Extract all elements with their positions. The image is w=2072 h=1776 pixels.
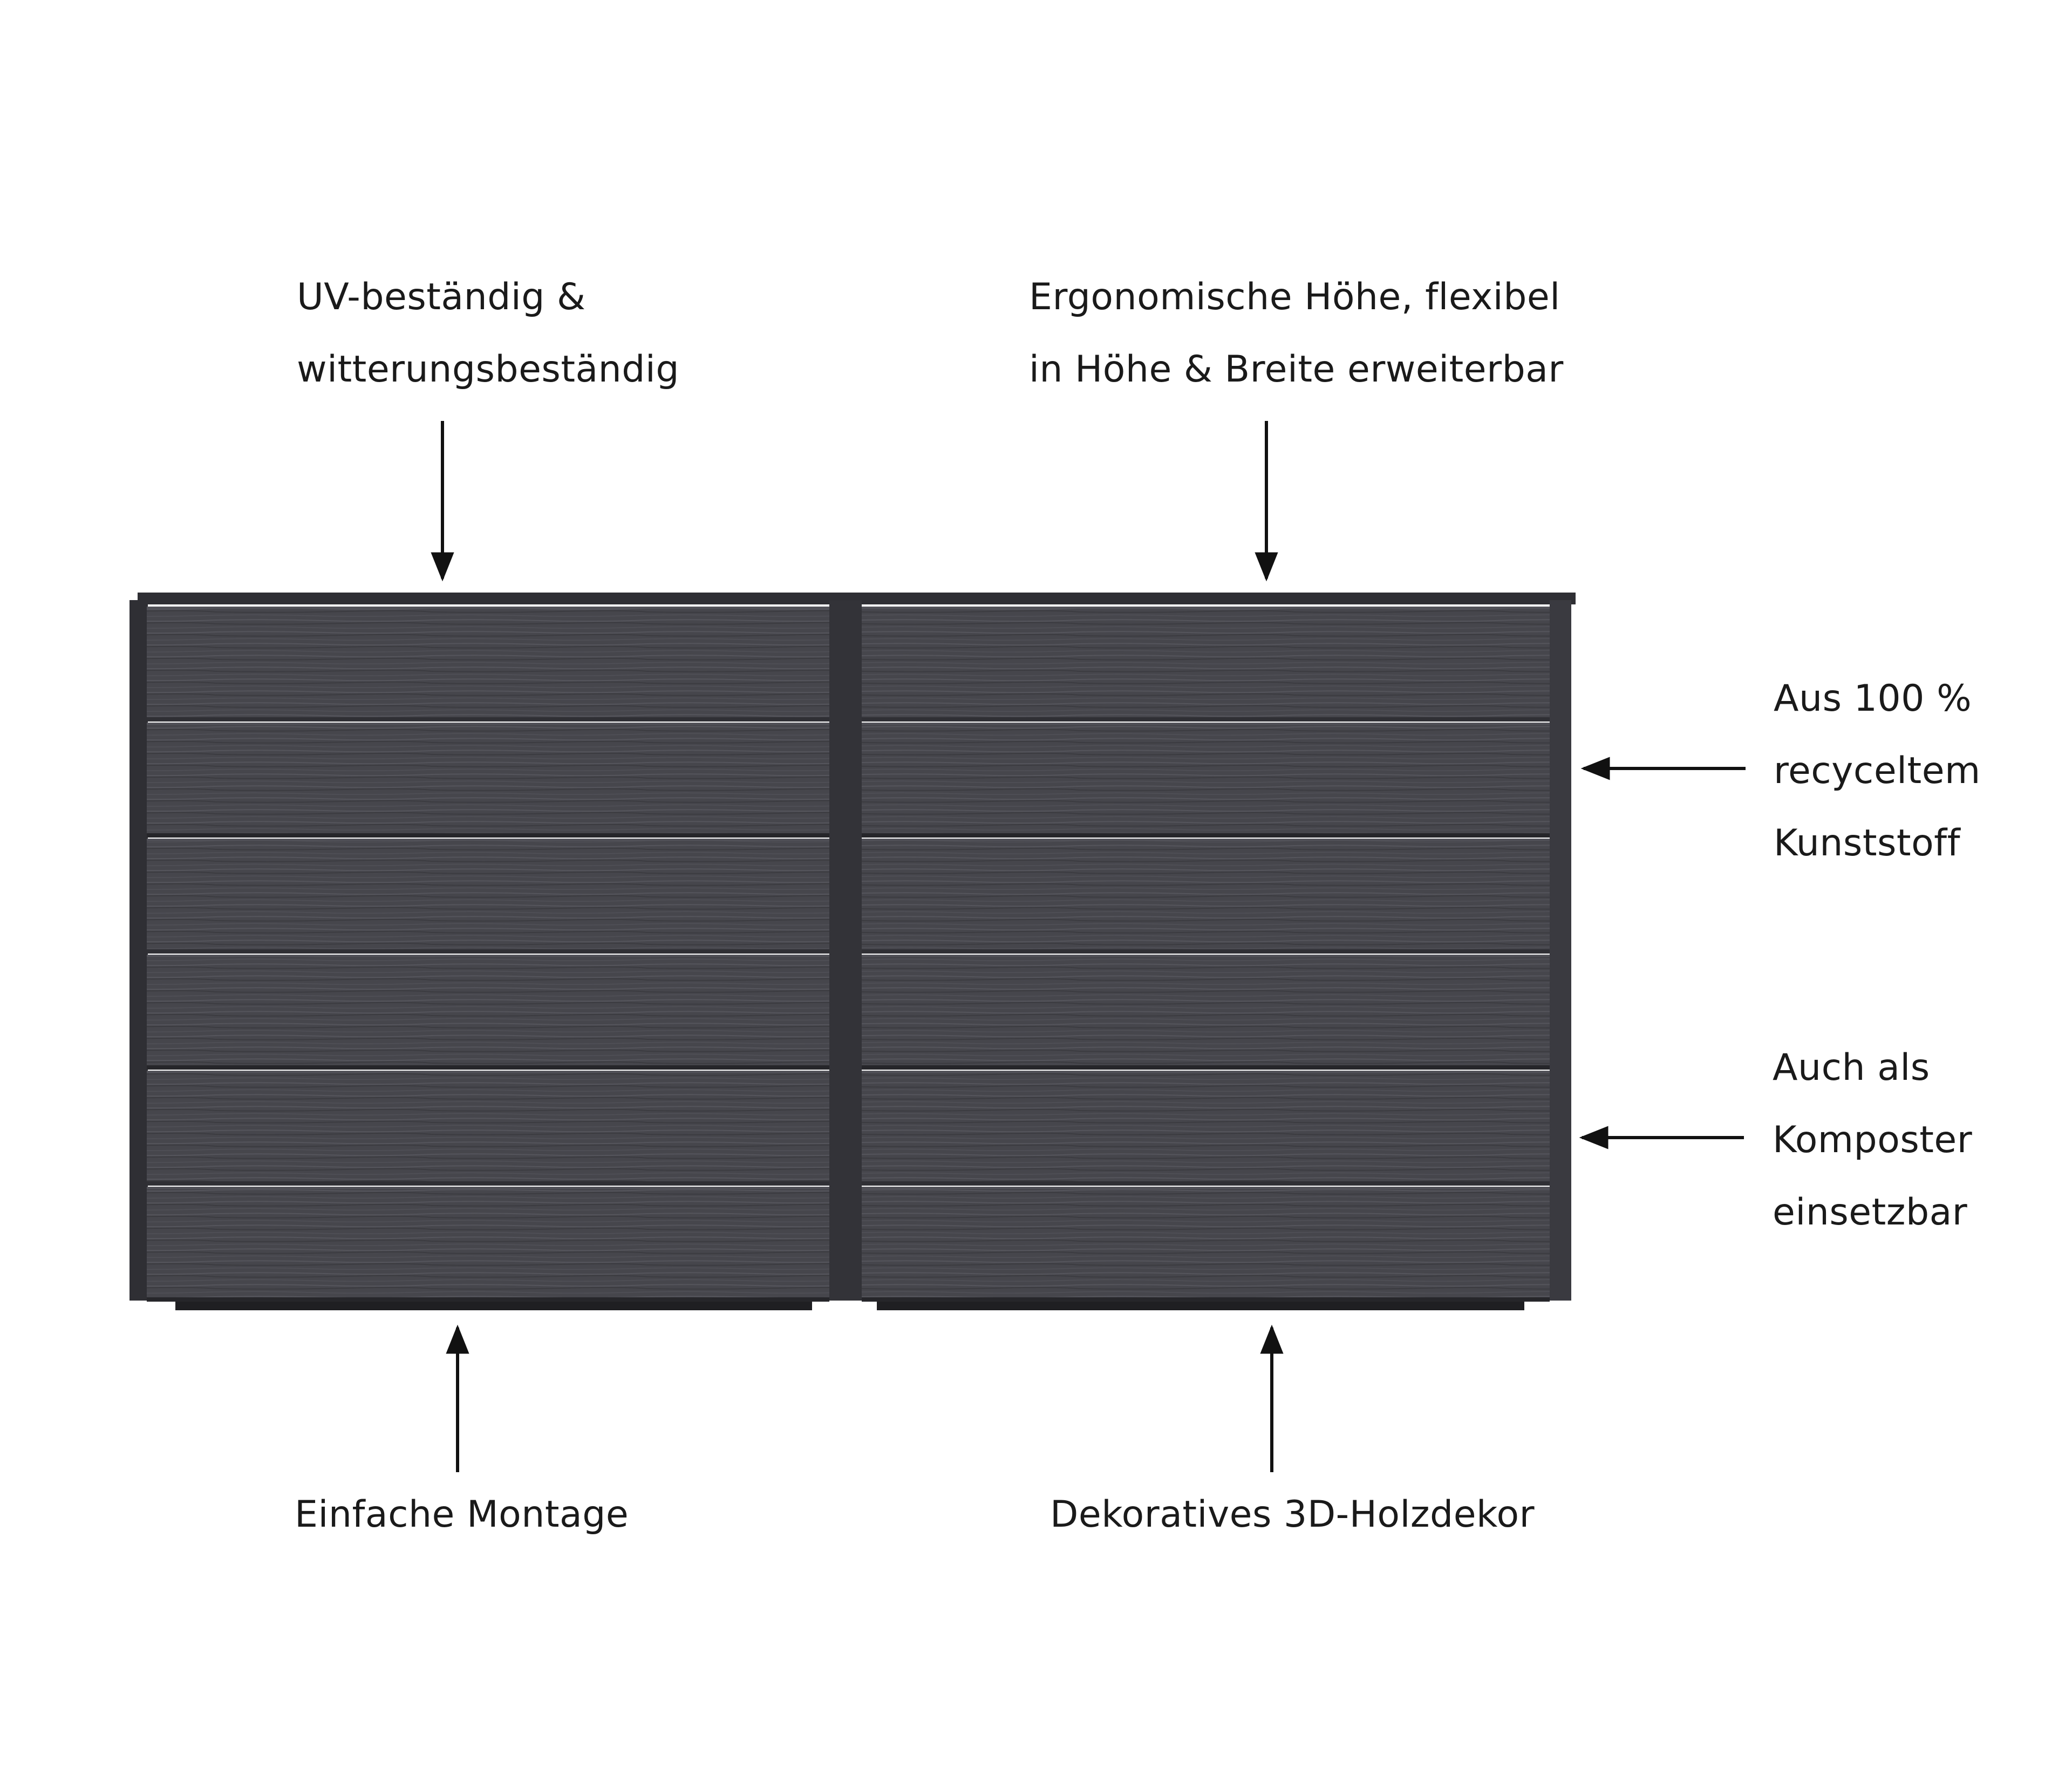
corner-post-right bbox=[1550, 600, 1571, 1301]
label-line: Aus 100 % bbox=[1774, 677, 1972, 720]
bed-panel-seam bbox=[147, 717, 829, 722]
bottom-rail-right bbox=[877, 1302, 1524, 1310]
bed-panel-highlight bbox=[147, 839, 829, 841]
bed-panel-seam bbox=[862, 717, 1550, 722]
label-line: Komposter bbox=[1773, 1119, 1973, 1161]
bed-panel-board bbox=[862, 839, 1550, 949]
label-line: einsetzbar bbox=[1773, 1191, 1968, 1234]
label-line: Ergonomische Höhe, flexibel bbox=[1029, 276, 1560, 318]
label-ergonomic-height: Ergonomische Höhe, flexibel in Höhe & Br… bbox=[1029, 261, 1564, 406]
bed-panel-board bbox=[147, 607, 829, 717]
bed-panel-board bbox=[147, 1187, 829, 1297]
bed-panel-seam bbox=[862, 833, 1550, 838]
bed-panel-seam bbox=[862, 949, 1550, 954]
bed-panel-seam bbox=[147, 1065, 829, 1070]
bed-panel-highlight bbox=[147, 607, 829, 609]
label-line: Auch als bbox=[1773, 1046, 1930, 1089]
bed-panel-board bbox=[147, 955, 829, 1065]
label-line: Kunststoff bbox=[1774, 822, 1961, 865]
bed-panels bbox=[147, 607, 1550, 1302]
bed-panel-seam bbox=[147, 1181, 829, 1186]
label-uv-resistant: UV-beständig & witterungsbeständig bbox=[297, 261, 679, 406]
label-line: witterungsbeständig bbox=[297, 348, 679, 391]
label-wood-decor: Dekoratives 3D-Holzdekor bbox=[1050, 1479, 1535, 1551]
bed-panel-highlight bbox=[147, 723, 829, 725]
bed-panel-highlight bbox=[862, 607, 1550, 609]
label-recycled-plastic: Aus 100 % recyceltem Kunststoff bbox=[1774, 663, 1981, 880]
label-composter: Auch als Komposter einsetzbar bbox=[1773, 1032, 1972, 1249]
label-line: UV-beständig & bbox=[297, 276, 586, 318]
label-line: recyceltem bbox=[1774, 750, 1981, 792]
label-line: Einfache Montage bbox=[295, 1493, 629, 1536]
bed-panel-seam bbox=[147, 949, 829, 954]
bed-panel-board bbox=[147, 1071, 829, 1181]
bed-panel-highlight bbox=[862, 723, 1550, 725]
bed-panel-seam bbox=[147, 833, 829, 838]
bed-panel-highlight bbox=[862, 955, 1550, 957]
label-easy-assembly: Einfache Montage bbox=[295, 1479, 629, 1551]
bed-panel-seam bbox=[147, 1297, 829, 1302]
bed-panel-board bbox=[862, 607, 1550, 717]
bed-panel-highlight bbox=[862, 1187, 1550, 1189]
bed-top-rim bbox=[138, 593, 1576, 604]
bed-panel-board bbox=[862, 955, 1550, 1065]
bed-panel-highlight bbox=[147, 955, 829, 957]
center-connector bbox=[829, 600, 862, 1301]
bed-panel-highlight bbox=[862, 839, 1550, 841]
bed-panel-highlight bbox=[862, 1071, 1550, 1073]
bed-panel-board bbox=[862, 1071, 1550, 1181]
label-line: in Höhe & Breite erweiterbar bbox=[1029, 348, 1564, 391]
bed-panel-highlight bbox=[147, 1187, 829, 1189]
bottom-rail-left bbox=[175, 1302, 812, 1310]
label-line: Dekoratives 3D-Holzdekor bbox=[1050, 1493, 1535, 1536]
bed-panel-seam bbox=[862, 1297, 1550, 1302]
bed-panel-board bbox=[147, 723, 829, 833]
bed-panel-seam bbox=[862, 1065, 1550, 1070]
bed-panel-board bbox=[147, 839, 829, 949]
bed-panel-board bbox=[862, 1187, 1550, 1297]
corner-post-left bbox=[130, 600, 148, 1301]
bed-panel-board bbox=[862, 723, 1550, 833]
bed-panel-seam bbox=[862, 1181, 1550, 1186]
bed-panel-highlight bbox=[147, 1071, 829, 1073]
